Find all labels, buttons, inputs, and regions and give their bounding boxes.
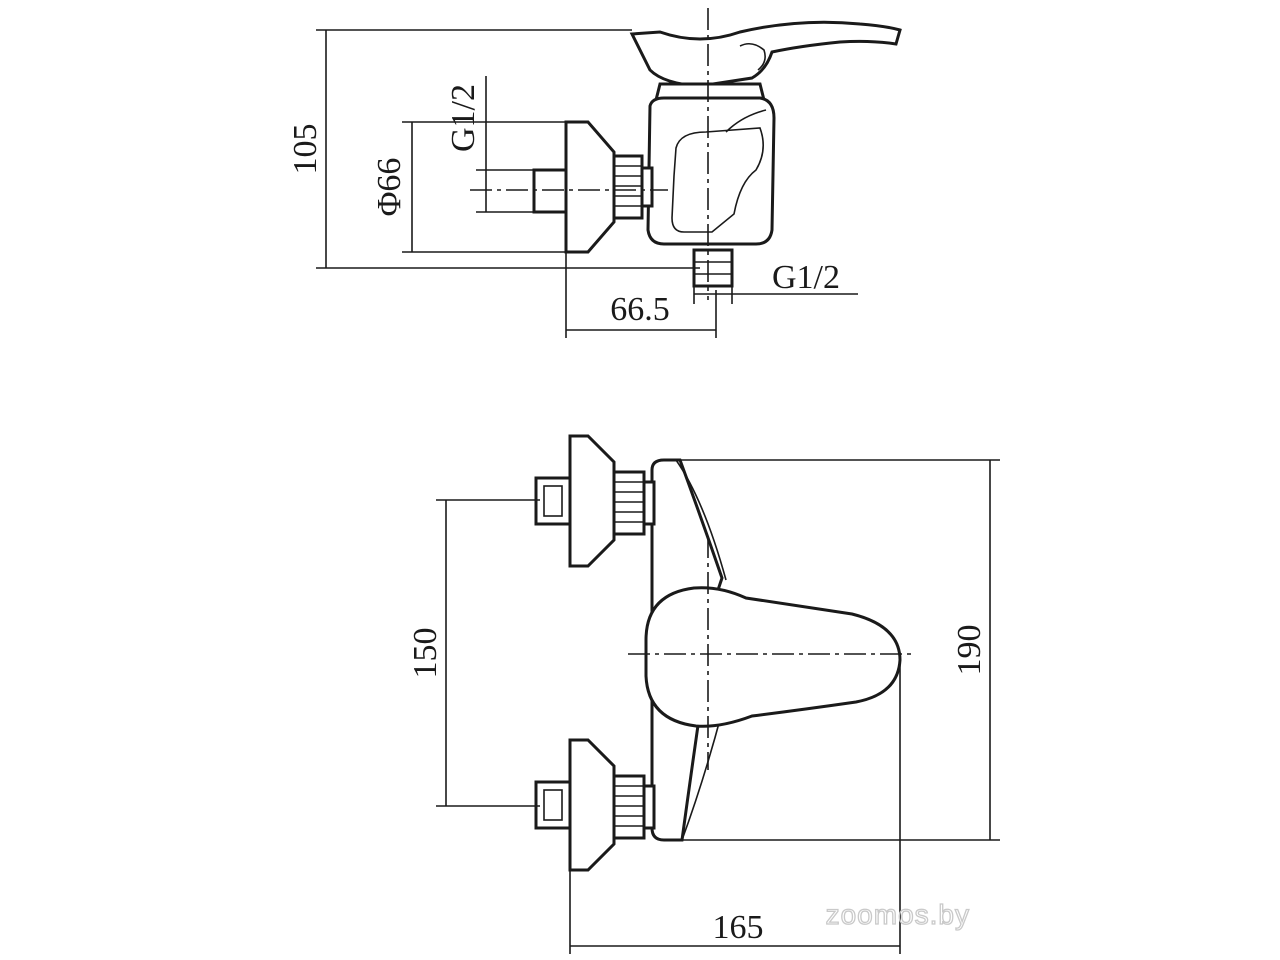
front-view-dimensions: 150 190 165 — [407, 459, 1000, 954]
side-outlet-thread-label: G1/2 — [772, 259, 840, 296]
side-body-flow-line — [725, 109, 767, 133]
front-upper-inlet-nut — [534, 476, 572, 526]
front-view — [534, 434, 916, 872]
front-lower-inlet-nut — [534, 780, 572, 830]
side-inlet-thread-label: G1/2 — [445, 84, 482, 152]
front-body-curve-upper — [675, 459, 727, 581]
front-width-label: 165 — [713, 909, 764, 946]
side-body-recess — [671, 127, 764, 233]
watermark-text: zoomos.by — [826, 899, 970, 930]
front-height-label: 190 — [951, 625, 988, 676]
front-upper-flange — [568, 434, 616, 568]
side-diameter-label: Φ66 — [371, 158, 408, 217]
front-handle-lever — [644, 586, 902, 728]
side-wall-flange — [564, 120, 616, 254]
side-connector-ring — [640, 166, 654, 208]
side-inlet-pipe — [532, 168, 568, 214]
side-handle-cap — [739, 42, 766, 71]
side-view — [470, 8, 902, 300]
front-inlet-spacing-label: 150 — [407, 628, 444, 679]
side-outlet-nipple — [692, 248, 734, 288]
front-lower-flange — [568, 738, 616, 872]
front-body-curve-lower — [681, 711, 723, 841]
side-height-label: 105 — [287, 124, 324, 175]
side-valve-body — [646, 96, 776, 246]
side-offset-label: 66.5 — [610, 291, 670, 328]
side-view-dimensions: 105 Φ66 G1/2 G1/2 66.5 — [287, 29, 858, 338]
side-handle-lever — [629, 20, 902, 88]
